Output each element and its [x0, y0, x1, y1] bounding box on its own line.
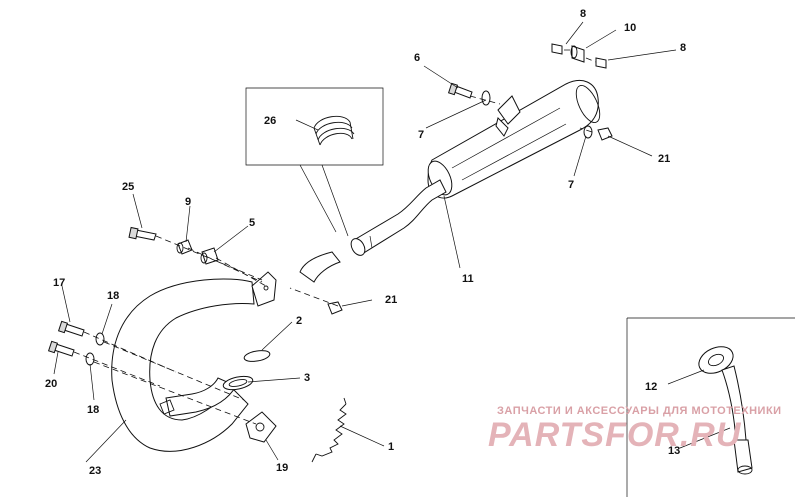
callout-19: 19 [276, 462, 288, 474]
callout-6: 6 [414, 52, 420, 64]
callout-18-lower: 18 [87, 404, 99, 416]
callout-1: 1 [388, 441, 394, 453]
callout-8-right: 8 [680, 42, 686, 54]
detail-inset-frame [626, 317, 795, 497]
leader-lines [53, 21, 731, 463]
nut-8-top [551, 43, 563, 55]
callout-3: 3 [304, 372, 310, 384]
callout-2: 2 [296, 315, 302, 327]
assembly-axis-lines [73, 49, 597, 425]
callout-7-lower: 7 [568, 179, 574, 191]
callout-11: 11 [462, 273, 474, 285]
washer-18-bottom [85, 352, 95, 366]
gasket-3 [222, 375, 254, 391]
bolt-6 [447, 82, 473, 99]
bolt-25 [128, 226, 157, 241]
callout-13: 13 [668, 445, 680, 457]
callout-21-left: 21 [385, 294, 397, 306]
callout-7-upper: 7 [418, 129, 424, 141]
callout-17: 17 [53, 277, 65, 289]
flange-19 [245, 411, 277, 443]
nut-21-right [597, 127, 613, 141]
nut-21-left [327, 301, 343, 315]
callout-10: 10 [624, 22, 636, 34]
nut-8-right [595, 57, 607, 69]
callout-20: 20 [45, 378, 57, 390]
watermark-brand: PARTSFOR.RU [488, 416, 742, 454]
expansion-chamber-23 [111, 278, 255, 452]
spacer-9 [176, 239, 193, 255]
spring-26 [313, 115, 355, 146]
bolt-17 [57, 320, 85, 337]
callout-18-upper: 18 [107, 290, 119, 302]
muffler-11 [427, 80, 601, 199]
callout-23: 23 [89, 465, 101, 477]
callout-8-top: 8 [580, 8, 586, 20]
callout-25: 25 [122, 181, 134, 193]
gasket-2 [243, 350, 271, 362]
spring-inset-pointer [299, 164, 349, 237]
callout-9: 9 [185, 196, 191, 208]
washer-18-top [95, 332, 105, 346]
pipe-stub [299, 251, 341, 283]
callout-21-right: 21 [658, 153, 670, 165]
link-pipe [350, 179, 447, 256]
spring-inset-frame [245, 87, 384, 166]
washer-7-top [481, 90, 491, 106]
spring-1 [311, 397, 347, 463]
callout-26: 26 [264, 115, 276, 127]
callout-12: 12 [645, 381, 657, 393]
watermark-tagline: ЗАПЧАСТИ И АКСЕССУАРЫ ДЛЯ МОТОТЕХНИКИ [497, 405, 782, 417]
callout-5: 5 [249, 217, 255, 229]
bushing-10 [570, 45, 585, 63]
detail-parts-12-13 [698, 346, 753, 475]
chamber-bracket [251, 271, 277, 307]
bolt-20 [47, 340, 75, 357]
